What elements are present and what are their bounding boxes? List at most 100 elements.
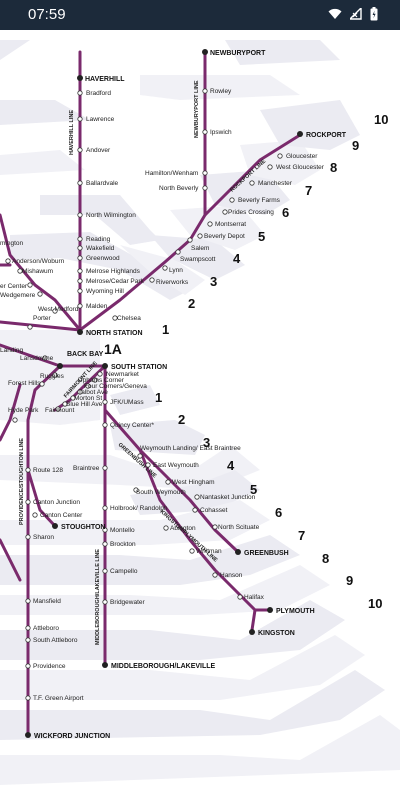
station-label: Gloucester bbox=[286, 153, 318, 160]
station-marker bbox=[77, 245, 83, 251]
station-marker bbox=[102, 541, 108, 547]
station-label: Brockton bbox=[110, 541, 136, 548]
station-label: West Gloucester bbox=[276, 164, 325, 171]
terminal-plymouth: PLYMOUTH bbox=[276, 608, 315, 615]
terminal-marker bbox=[235, 549, 241, 555]
zone-numbers-north: 1 2 3 4 5 6 7 8 9 10 bbox=[162, 112, 388, 337]
station-marker bbox=[25, 534, 31, 540]
terminal-marker bbox=[102, 662, 108, 668]
station-marker bbox=[85, 383, 91, 389]
terminal-back-bay: BACK BAY bbox=[67, 351, 104, 358]
terminal-marker bbox=[25, 732, 31, 738]
terminal-marker bbox=[249, 629, 255, 635]
station-marker bbox=[27, 324, 33, 330]
station-marker bbox=[77, 303, 83, 309]
station-marker bbox=[102, 399, 108, 405]
track-kingston bbox=[138, 448, 272, 632]
station-label: Nantasket Junction bbox=[200, 494, 256, 501]
station-marker bbox=[145, 462, 151, 468]
station-marker bbox=[222, 209, 228, 215]
terminal-marker bbox=[267, 607, 273, 613]
zone-number: 7 bbox=[305, 183, 312, 198]
station-label: Quincy Center* bbox=[110, 422, 155, 429]
zone-number: 1 bbox=[155, 390, 162, 405]
station-label: T.F. Green Airport bbox=[33, 695, 84, 702]
terminal-markers bbox=[25, 49, 303, 738]
station-marker bbox=[202, 88, 208, 94]
station-marker bbox=[102, 505, 108, 511]
terminal-marker bbox=[202, 49, 208, 55]
track-stoughton bbox=[26, 468, 57, 528]
zone-bands-north bbox=[0, 40, 360, 300]
terminal-stoughton: STOUGHTON bbox=[61, 524, 105, 531]
station-label: Holbrook/ Randolph bbox=[110, 505, 168, 512]
station-label: Campello bbox=[110, 568, 138, 575]
zone-number: 4 bbox=[233, 251, 241, 266]
station-label: Hamilton/Wenham bbox=[145, 170, 198, 177]
station-label: Canton Junction bbox=[33, 499, 80, 506]
station-marker bbox=[92, 377, 98, 383]
zone-number: 5 bbox=[250, 482, 257, 497]
station-label: Abington bbox=[170, 525, 196, 532]
station-label: West Medford bbox=[38, 306, 79, 313]
terminal-south-station: SOUTH STATION bbox=[111, 364, 167, 371]
station-marker bbox=[207, 221, 213, 227]
station-marker bbox=[112, 315, 118, 321]
station-marker bbox=[37, 291, 43, 297]
station-marker bbox=[32, 512, 38, 518]
station-marker bbox=[25, 467, 31, 473]
zone-number: 4 bbox=[227, 458, 235, 473]
station-label: Landing bbox=[0, 347, 24, 354]
station-marker bbox=[194, 494, 200, 500]
station-marker bbox=[237, 594, 243, 600]
station-label: Melrose/Cedar Park bbox=[86, 278, 145, 285]
station-marker bbox=[5, 258, 11, 264]
status-bar: 07:59 bbox=[0, 0, 400, 30]
station-label: Montserrat bbox=[215, 221, 246, 228]
station-label: Lawrence bbox=[86, 116, 115, 123]
map-canvas[interactable]: HAVERHILL NEWBURYPORT ROCKPORT NORTH STA… bbox=[0, 30, 400, 800]
terminal-marker bbox=[57, 363, 63, 369]
station-label: Route 128 bbox=[33, 467, 63, 474]
station-marker bbox=[102, 527, 108, 533]
status-time: 07:59 bbox=[28, 6, 66, 23]
station-marker bbox=[77, 116, 83, 122]
station-marker bbox=[52, 372, 58, 378]
zone-bands-south bbox=[0, 330, 400, 785]
station-marker bbox=[202, 170, 208, 176]
station-marker bbox=[202, 185, 208, 191]
station-marker bbox=[97, 371, 103, 377]
station-marker bbox=[77, 236, 83, 242]
terminal-marker bbox=[77, 75, 83, 81]
station-marker bbox=[77, 268, 83, 274]
zone-number: 1 bbox=[162, 322, 169, 337]
station-marker bbox=[77, 147, 83, 153]
station-label: Malden bbox=[86, 303, 108, 310]
station-label: South Weymouth bbox=[136, 489, 186, 496]
station-marker bbox=[25, 625, 31, 631]
station-label: Four Corners/Geneva bbox=[84, 383, 147, 390]
station-label: Anderson/Woburn bbox=[12, 258, 65, 265]
line-label: NEWBURYPORT LINE bbox=[194, 80, 200, 138]
station-marker bbox=[77, 389, 83, 395]
station-marker bbox=[12, 417, 18, 423]
station-label: Chelsea bbox=[117, 315, 141, 322]
station-marker bbox=[229, 197, 235, 203]
station-marker bbox=[42, 355, 48, 361]
terminal-wickford: WICKFORD JUNCTION bbox=[34, 733, 110, 740]
station-markers bbox=[5, 88, 283, 701]
station-marker bbox=[102, 465, 108, 471]
track-rockport bbox=[203, 133, 302, 217]
station-marker bbox=[102, 568, 108, 574]
station-label: Wyoming Hill bbox=[86, 288, 124, 295]
station-label: West Hingham bbox=[172, 479, 215, 486]
station-marker bbox=[25, 695, 31, 701]
station-label: Whitman bbox=[196, 548, 222, 555]
track-greenbush bbox=[103, 408, 240, 554]
station-label: Porter bbox=[33, 315, 52, 322]
terminal-marker bbox=[102, 363, 108, 369]
station-label: Swampscott bbox=[180, 256, 216, 263]
terminal-marker bbox=[77, 329, 83, 335]
station-label: Ipswich bbox=[210, 129, 232, 136]
commuter-rail-map[interactable]: HAVERHILL NEWBURYPORT ROCKPORT NORTH STA… bbox=[0, 30, 400, 800]
